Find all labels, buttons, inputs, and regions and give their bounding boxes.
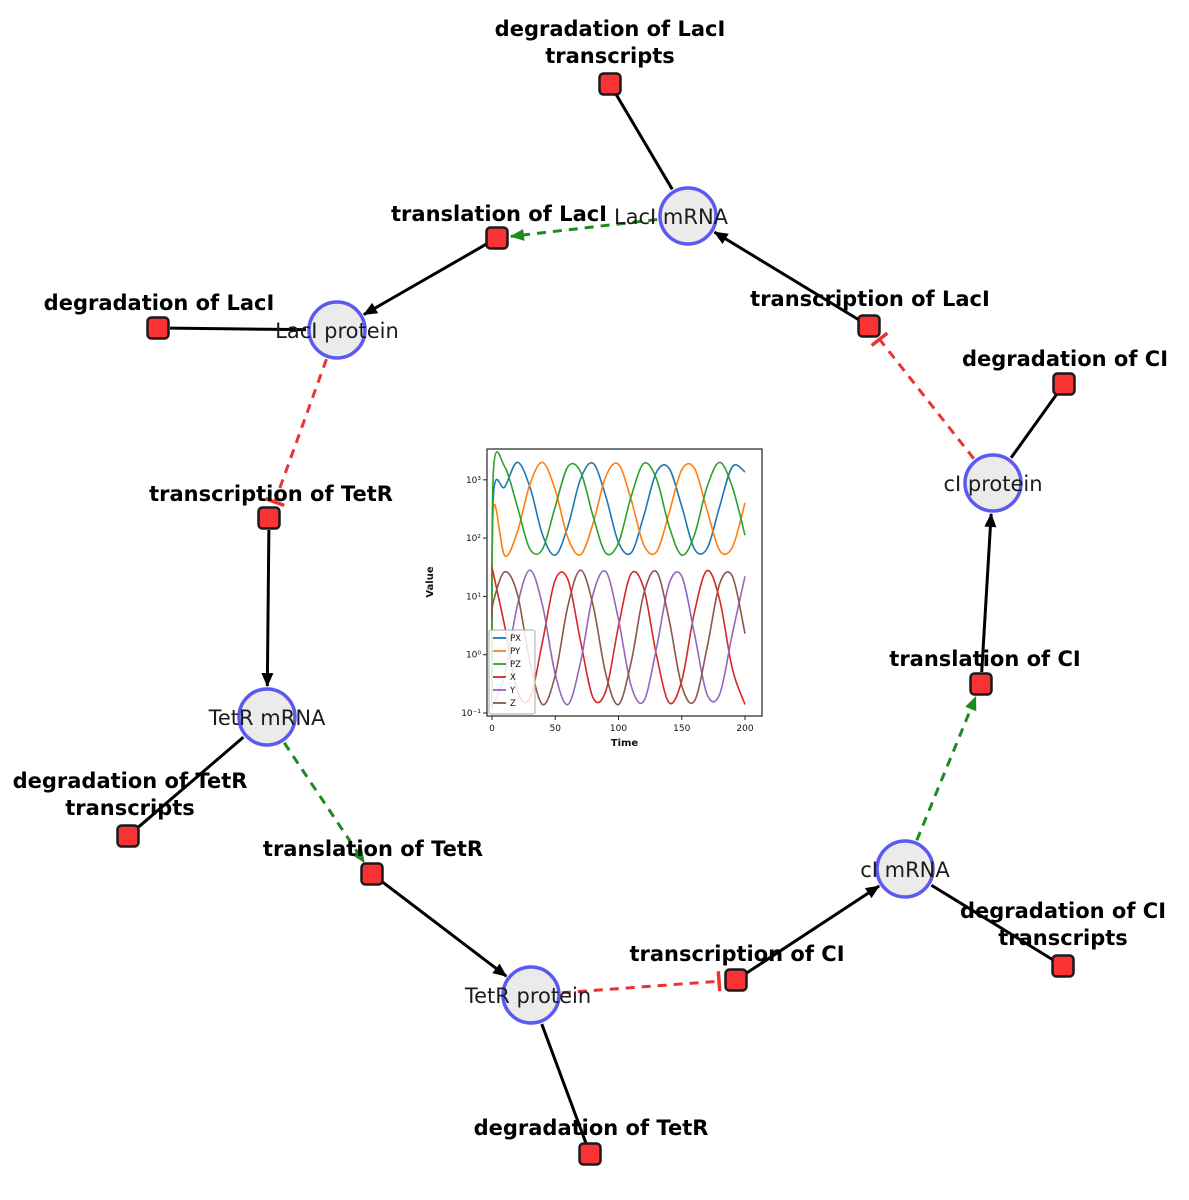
edge-activation-cI_mRNA-transl_cI bbox=[915, 696, 978, 841]
reaction-label-transc_tetR-line0: transcription of TetR bbox=[149, 482, 393, 506]
x-tick-label: 150 bbox=[673, 724, 690, 734]
reaction-label-deg_cI_tr-line0: degradation of CI bbox=[960, 899, 1166, 923]
series-PX bbox=[491, 461, 746, 709]
reaction-label-transl_cI-line0: translation of CI bbox=[889, 647, 1080, 671]
species-node-lacI_mRNA[interactable] bbox=[658, 186, 718, 246]
legend-label-PZ: PZ bbox=[510, 660, 521, 670]
x-tick-label: 100 bbox=[610, 724, 627, 734]
nodes-layer bbox=[116, 72, 1076, 1166]
edge-production-transc_tetR-tetR_mRNA bbox=[261, 529, 274, 688]
x-tick-label: 200 bbox=[736, 724, 753, 734]
reaction-node-deg_tetR_tr[interactable] bbox=[116, 824, 140, 848]
reaction-node-deg_cI[interactable] bbox=[1052, 372, 1076, 396]
reaction-node-transl_cI[interactable] bbox=[969, 672, 993, 696]
legend-label-PX: PX bbox=[510, 634, 521, 644]
y-tick-label: 10³ bbox=[466, 476, 481, 486]
y-tick-label: 10⁰ bbox=[466, 651, 481, 661]
reaction-label-deg_lacI_tr-line0: degradation of LacI bbox=[495, 17, 726, 41]
reaction-label-deg_cI-line0: degradation of CI bbox=[962, 347, 1168, 371]
edge-inhibition-cI_protein-transc_lacI bbox=[870, 331, 975, 460]
series-PZ bbox=[491, 451, 746, 709]
legend-label-X: X bbox=[510, 673, 516, 683]
reaction-node-deg_lacI[interactable] bbox=[146, 316, 170, 340]
edge-activation-lacI_mRNA-transl_lacI bbox=[509, 218, 658, 241]
species-node-lacI_protein[interactable] bbox=[307, 300, 367, 360]
edge-production-transc_cI-cI_mRNA bbox=[745, 884, 880, 975]
reaction-label-deg_cI_tr-line1: transcripts bbox=[998, 926, 1128, 950]
reaction-label-transl_lacI-line0: translation of LacI bbox=[391, 202, 607, 226]
x-tick-label: 0 bbox=[489, 724, 495, 734]
species-label-cI_protein: cI protein bbox=[943, 472, 1042, 496]
edge-consumption-cI_mRNA-deg_cI_tr bbox=[930, 883, 1054, 961]
edge-consumption-cI_protein-deg_cI bbox=[1009, 392, 1059, 459]
series-Y bbox=[491, 569, 746, 710]
edge-production-transl_tetR-tetR_protein bbox=[380, 880, 508, 978]
reaction-label-deg_lacI_tr-line1: transcripts bbox=[545, 44, 675, 68]
reaction-label-deg_tetR_tr-line0: degradation of TetR bbox=[13, 769, 248, 793]
species-node-cI_protein[interactable] bbox=[963, 453, 1023, 513]
x-axis-label: Time bbox=[611, 738, 639, 749]
edges-layer bbox=[136, 93, 1059, 1144]
y-tick-label: 10¹ bbox=[466, 592, 481, 602]
edge-consumption-lacI_protein-deg_lacI bbox=[169, 326, 307, 332]
y-tick-label: 10² bbox=[466, 534, 481, 544]
edge-production-transl_cI-cI_protein bbox=[980, 512, 997, 673]
edge-inhibition-lacI_protein-transc_tetR bbox=[264, 358, 328, 508]
species-label-lacI_mRNA: LacI mRNA bbox=[614, 205, 729, 229]
species-node-tetR_protein[interactable] bbox=[501, 965, 561, 1025]
reaction-node-transc_lacI[interactable] bbox=[857, 314, 881, 338]
reaction-label-deg_tetR_tr-line1: transcripts bbox=[65, 796, 195, 820]
reaction-node-transc_tetR[interactable] bbox=[257, 506, 281, 530]
species-label-tetR_protein: TetR protein bbox=[464, 984, 591, 1008]
y-tick-label: 10⁻¹ bbox=[461, 709, 481, 719]
legend-label-Y: Y bbox=[509, 686, 516, 696]
reaction-node-transc_cI[interactable] bbox=[724, 968, 748, 992]
edge-production-transl_lacI-lacI_protein bbox=[363, 242, 488, 316]
y-axis-label: Value bbox=[425, 566, 436, 597]
legend-label-PY: PY bbox=[510, 647, 521, 657]
species-label-cI_mRNA: cI mRNA bbox=[860, 858, 950, 882]
edge-production-transc_lacI-lacI_mRNA bbox=[713, 230, 860, 322]
species-node-cI_mRNA[interactable] bbox=[875, 839, 935, 899]
reaction-label-transl_tetR-line0: translation of TetR bbox=[263, 837, 483, 861]
series-PY bbox=[491, 461, 746, 709]
reaction-node-transl_tetR[interactable] bbox=[360, 862, 384, 886]
edge-consumption-tetR_protein-deg_tetR bbox=[540, 1023, 588, 1144]
edge-consumption-lacI_mRNA-deg_lacI_tr bbox=[614, 93, 674, 191]
species-label-lacI_protein: LacI protein bbox=[275, 319, 399, 343]
reaction-label-transc_cI-line0: transcription of CI bbox=[629, 942, 844, 966]
reaction-label-transc_lacI-line0: transcription of LacI bbox=[750, 287, 990, 311]
reaction-label-deg_tetR-line0: degradation of TetR bbox=[474, 1116, 709, 1140]
edge-consumption-tetR_mRNA-deg_tetR_tr bbox=[136, 736, 245, 830]
edge-activation-tetR_mRNA-transl_tetR bbox=[282, 741, 366, 864]
legend: PX PY PZ XYZ bbox=[488, 629, 536, 715]
axes-frame bbox=[486, 448, 763, 717]
reaction-node-deg_lacI_tr[interactable] bbox=[598, 72, 622, 96]
legend-label-Z: Z bbox=[510, 699, 516, 709]
species-node-tetR_mRNA[interactable] bbox=[237, 687, 297, 747]
reaction-node-deg_tetR[interactable] bbox=[578, 1142, 602, 1166]
reaction-node-transl_lacI[interactable] bbox=[485, 226, 509, 250]
x-tick-label: 50 bbox=[550, 724, 562, 734]
species-label-tetR_mRNA: TetR mRNA bbox=[208, 706, 326, 730]
reaction-node-deg_cI_tr[interactable] bbox=[1051, 954, 1075, 978]
edge-inhibition-tetR_protein-transc_cI bbox=[561, 971, 722, 995]
reaction-label-deg_lacI-line0: degradation of LacI bbox=[44, 291, 275, 315]
